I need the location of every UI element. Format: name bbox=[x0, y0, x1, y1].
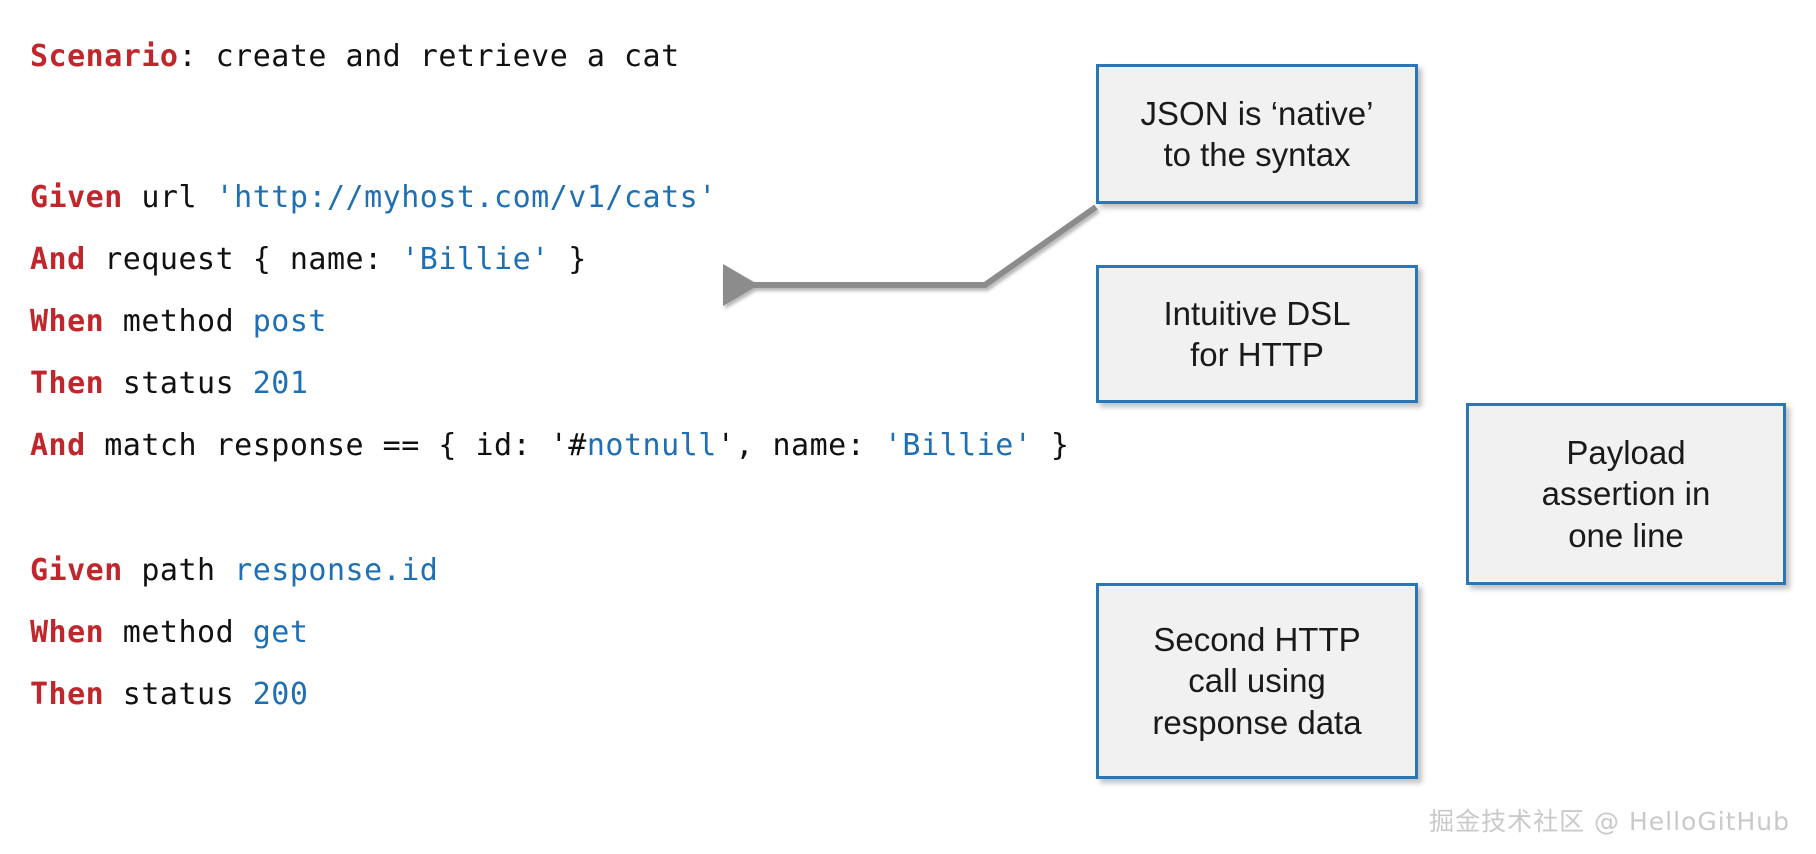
callout-intuitive-dsl[interactable]: Intuitive DSL for HTTP bbox=[1096, 265, 1418, 403]
keyword-then: Then bbox=[30, 677, 105, 712]
keyword-scenario: Scenario bbox=[30, 39, 179, 74]
code-value-billie-2: 'Billie' bbox=[883, 428, 1033, 463]
code-value-post: post bbox=[252, 304, 327, 339]
code-text: method bbox=[104, 304, 253, 339]
code-text: path bbox=[122, 553, 235, 588]
code-text: status bbox=[104, 366, 253, 401]
callout-line-1: JSON is ‘native’ bbox=[1140, 94, 1374, 132]
code-text-quote: ' bbox=[716, 428, 736, 463]
callout-line-3: response data bbox=[1152, 703, 1362, 741]
code-value-notnull: notnull bbox=[586, 428, 717, 463]
keyword-and: And bbox=[30, 242, 86, 277]
code-text: status bbox=[104, 677, 253, 712]
code-text: match response == { id: '# bbox=[85, 428, 587, 463]
callout-line-2: for HTTP bbox=[1190, 336, 1324, 373]
code-line-status-200: Then status 200 bbox=[30, 680, 308, 716]
code-line-method-get: When method get bbox=[30, 618, 308, 654]
watermark: 掘金技术社区 @ HelloGitHub bbox=[1429, 807, 1790, 836]
code-value-billie: 'Billie' bbox=[401, 242, 550, 277]
code-line-status-201: Then status 201 bbox=[30, 369, 308, 405]
code-line-path: Given path response.id bbox=[30, 556, 438, 592]
code-value-get: get bbox=[252, 615, 309, 650]
callout-line-1: Intuitive DSL bbox=[1163, 294, 1351, 332]
keyword-given: Given bbox=[30, 180, 123, 215]
code-text-tail: } bbox=[549, 242, 587, 277]
code-text: url bbox=[122, 180, 216, 215]
keyword-when: When bbox=[30, 615, 105, 650]
scenario-description: : create and retrieve a cat bbox=[178, 39, 680, 74]
callout-line-1: Payload bbox=[1566, 434, 1686, 472]
code-text: method bbox=[104, 615, 253, 650]
callout-payload-assertion[interactable]: Payload assertion in one line bbox=[1466, 403, 1786, 585]
code-text-2: , name: bbox=[735, 428, 884, 463]
code-value-response-id: response.id bbox=[234, 553, 439, 588]
code-value-200: 200 bbox=[252, 677, 309, 712]
callout-text: Payload assertion in one line bbox=[1542, 432, 1711, 556]
callout-text: JSON is ‘native’ to the syntax bbox=[1141, 93, 1374, 176]
callout-second-http[interactable]: Second HTTP call using response data bbox=[1096, 583, 1418, 779]
arrow-json-to-request bbox=[723, 204, 1098, 306]
callout-line-3: one line bbox=[1568, 516, 1684, 554]
code-line-given-url: Given url 'http://myhost.com/v1/cats' bbox=[30, 183, 717, 219]
keyword-when: When bbox=[30, 304, 105, 339]
keyword-then: Then bbox=[30, 366, 105, 401]
callout-line-1: Second HTTP bbox=[1153, 621, 1361, 659]
callout-text: Second HTTP call using response data bbox=[1152, 619, 1361, 743]
callout-text: Intuitive DSL for HTTP bbox=[1163, 293, 1350, 376]
callout-line-2: call using bbox=[1188, 662, 1326, 700]
keyword-given: Given bbox=[30, 553, 123, 588]
code-text: request { name: bbox=[85, 242, 402, 277]
code-line-method-post: When method post bbox=[30, 307, 327, 343]
code-value-url: 'http://myhost.com/v1/cats' bbox=[215, 180, 717, 215]
callout-line-2: assertion in bbox=[1541, 475, 1711, 513]
keyword-and: And bbox=[30, 428, 86, 463]
code-line-scenario: Scenario: create and retrieve a cat bbox=[30, 42, 680, 78]
callout-json-native[interactable]: JSON is ‘native’ to the syntax bbox=[1096, 64, 1418, 204]
code-line-match: And match response == { id: '#notnull', … bbox=[30, 431, 1069, 467]
code-text-tail-2: } bbox=[1032, 428, 1070, 463]
code-value-201: 201 bbox=[252, 366, 309, 401]
code-line-request: And request { name: 'Billie' } bbox=[30, 245, 587, 281]
callout-line-2: to the syntax bbox=[1163, 136, 1351, 173]
